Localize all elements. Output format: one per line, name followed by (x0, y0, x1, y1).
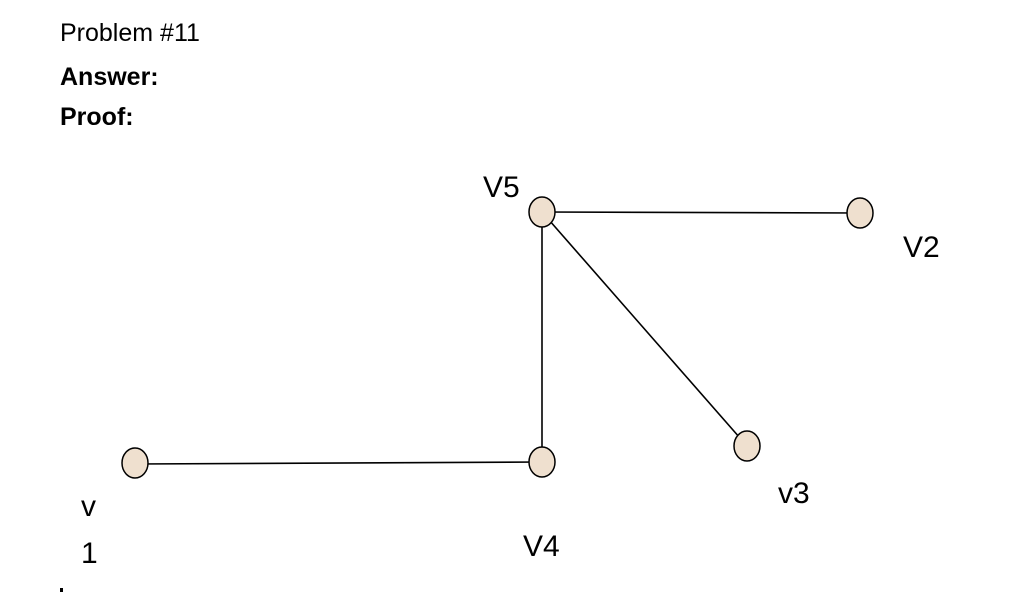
label-v1-bottom: 1 (81, 537, 98, 570)
node-v2 (846, 197, 874, 229)
edges (134, 211, 861, 465)
edge-v1-v4 (134, 461, 543, 465)
nodes (121, 196, 874, 479)
label-v2: V2 (903, 231, 940, 264)
edge-v5-v2 (541, 211, 861, 214)
node-v5 (528, 196, 556, 228)
node-v3 (733, 430, 761, 462)
node-labels: V5 V2 v3 V4 v 1 (81, 171, 940, 570)
label-v3: v3 (778, 477, 810, 510)
answer-label: Answer: (60, 63, 159, 91)
label-v5: V5 (483, 171, 520, 204)
label-v4: V4 (523, 530, 560, 563)
label-v1-top: v (81, 490, 96, 523)
problem-title: Problem #11 (60, 19, 200, 47)
trailing-dot (60, 588, 63, 592)
proof-label: Proof: (60, 103, 134, 131)
node-v1 (121, 447, 149, 479)
node-v4 (528, 446, 556, 478)
edge-v5-v3 (541, 211, 748, 447)
